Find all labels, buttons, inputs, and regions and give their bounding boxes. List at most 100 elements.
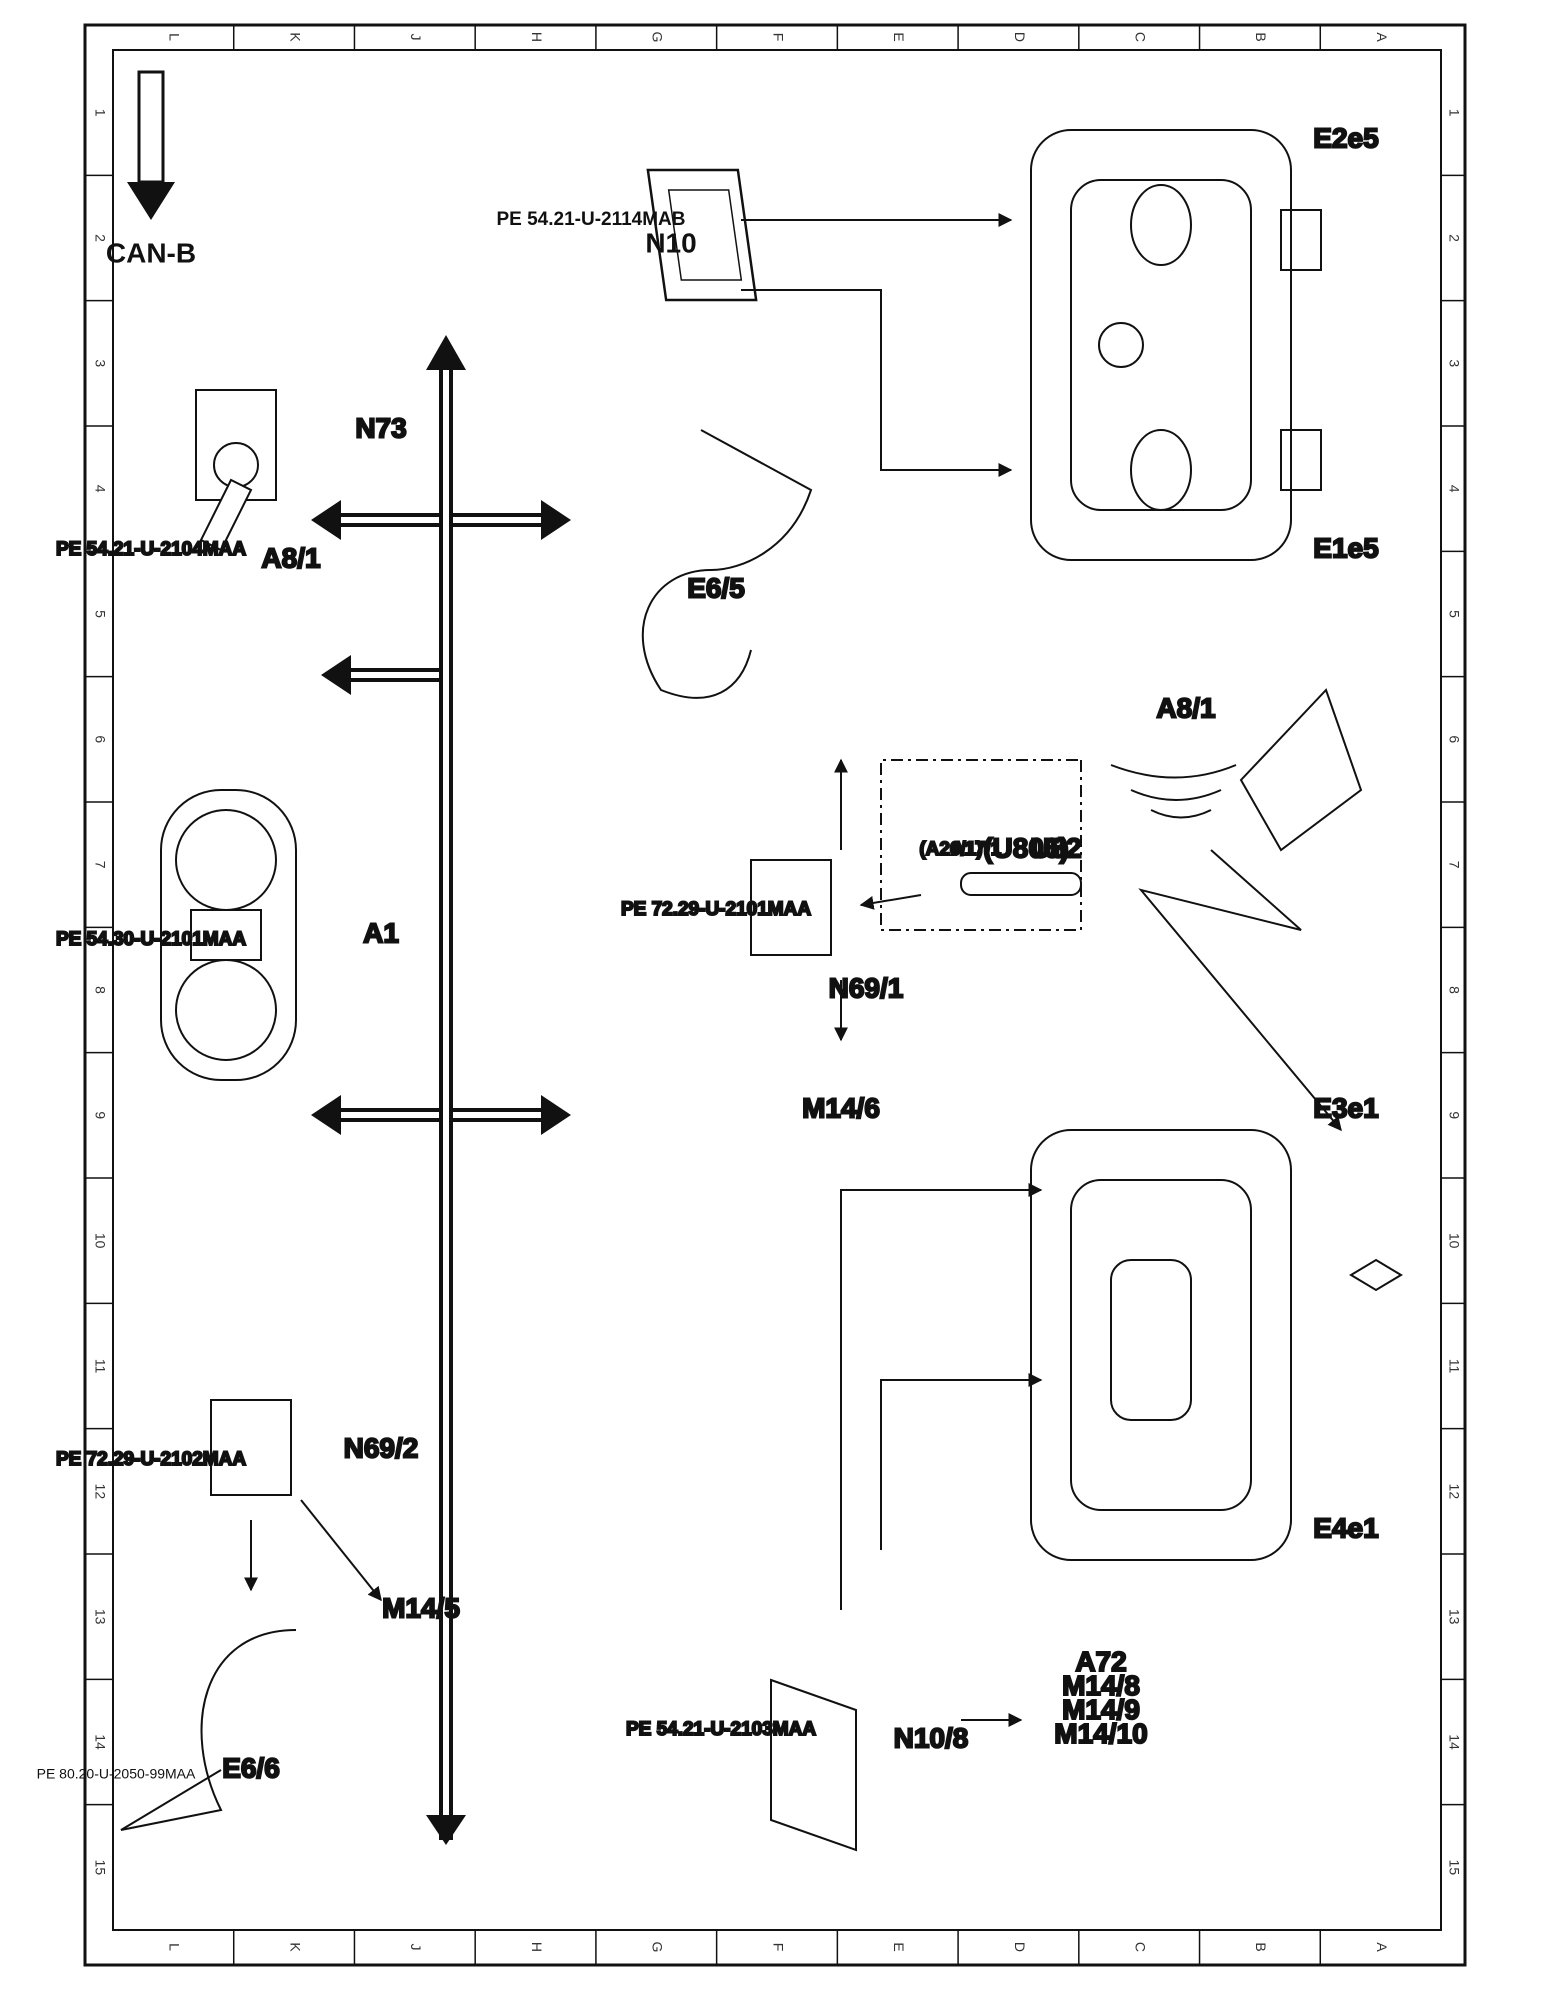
a81-remote-key: A8/1 [1110,688,1403,1292]
a1-ref: PE 54.30-U-2101MAA [56,929,246,950]
drawing-frame [83,23,1467,1967]
grid-column-label: D [1012,1942,1028,1952]
vehicle-front-drawing: E2e5 E1e5 [1030,121,1380,564]
grid-column-label: F [770,1943,786,1952]
grid-row-label: 14 [1446,1734,1462,1750]
n108-ref: PE 54.21-U-2103MAA [626,1719,816,1740]
grid-row-label: 1 [92,109,108,117]
u806-label: (U806) [983,832,1069,863]
a81-key-label: A8/1 [261,542,320,573]
grid-column-label: C [1132,32,1148,42]
grid-column-label: H [529,1942,545,1952]
grid-row-label: 11 [92,1359,108,1374]
grid-row-label: 15 [92,1860,108,1876]
can-b-label: CAN-B [106,237,196,268]
u82-label: U82 [1030,832,1081,863]
e65-label: E6/5 [687,572,745,603]
n108-label: N10/8 [894,1722,969,1753]
grid-row-label: 10 [1446,1233,1462,1249]
grid-row-label: 9 [92,1111,108,1119]
n108-output-item: A72 [1075,1646,1126,1677]
grid-row-label: 6 [92,735,108,743]
grid-row-label: 13 [92,1609,108,1625]
grid-row-label: 3 [92,359,108,367]
e2e5-label: E2e5 [1313,122,1378,153]
grid-row-label: 7 [92,861,108,869]
grid-row-label: 5 [92,610,108,618]
e1e5-label: E1e5 [1313,532,1378,563]
e4e1-label: E4e1 [1313,1512,1378,1543]
a81-remote-label: A8/1 [1156,692,1215,723]
grid-column-label: G [650,32,666,43]
grid-row-label: 8 [1446,986,1462,994]
grid-column-label: J [408,1944,424,1951]
n10-label: N10 [645,227,696,258]
n10-module: N10 PE 54.21-U-2114MAB [496,168,758,302]
grid-row-label: 12 [92,1484,108,1500]
grid-ticks [85,25,1465,1965]
grid-row-label: 12 [1446,1484,1462,1500]
can-b-legend: CAN-B [106,70,196,268]
n73-label: N73 [355,412,406,443]
n10-headlamp-links [741,213,1013,477]
grid-row-label: 11 [1446,1359,1462,1374]
grid-column-label: H [529,32,545,42]
grid-column-label: F [770,33,786,42]
grid-row-label: 2 [92,234,108,242]
grid-column-label: E [891,32,907,41]
n108-output-item: M14/9 [1062,1694,1140,1725]
e3e1-label: E3e1 [1313,1092,1378,1123]
grid-row-label: 4 [1446,485,1462,493]
a171-label: A17/1 [951,839,1002,860]
grid-column-label: L [167,1943,183,1951]
grid-row-label: 5 [1446,610,1462,618]
n73-ignition-lock: N73 A8/1 PE 54.21-U-2104MAA [55,389,408,574]
m146-label: M14/6 [802,1092,880,1123]
grid-row-label: 14 [92,1734,108,1750]
grid-column-label: J [408,34,424,41]
n692-ref: PE 72.29-U-2102MAA [56,1449,246,1470]
n10-ref: PE 54.21-U-2114MAB [496,209,685,230]
e65-mirror: E6/5 [641,429,813,699]
grid-row-label: 4 [92,485,108,493]
grid-column-label: B [1253,32,1269,41]
grid-row-label: 1 [1446,109,1462,117]
n692-label: N69/2 [344,1432,419,1463]
grid-column-label: L [167,33,183,41]
grid-column-label: D [1012,32,1028,42]
grid-row-label: 3 [1446,359,1462,367]
a1-instrument-cluster: A1 PE 54.30-U-2101MAA [55,789,400,1081]
can-bus-lines [341,370,541,1840]
n73-ref: PE 54.21-U-2104MAA [56,539,246,560]
m145-label: M14/5 [382,1592,460,1623]
a261-label: (A26/1) [919,839,982,860]
e66-label: E6/6 [222,1752,280,1783]
grid-column-label: A [1374,1942,1390,1952]
n108-output-item: M14/10 [1054,1718,1147,1749]
n691-label: N69/1 [829,972,904,1003]
grid-column-label: K [287,1942,303,1952]
a1-label: A1 [363,917,399,948]
grid-column-label: C [1132,1942,1148,1952]
n691-ref: PE 72.29-U-2101MAA [621,899,811,920]
grid-column-label: K [287,32,303,42]
grid-column-label: B [1253,1942,1269,1951]
grid-column-label: G [650,1942,666,1953]
n691-door-module: N69/1 PE 72.29-U-2101MAA M14/6 [620,758,922,1124]
grid-row-label: 7 [1446,861,1462,869]
grid-row-label: 15 [1446,1860,1462,1876]
can-bus-arrowheads [311,335,571,1845]
grid-row-label: 13 [1446,1609,1462,1625]
grid-row-label: 9 [1446,1111,1462,1119]
diagram-body: CAN-B N10 PE 54.21-U-2114MAB [37,70,1403,1852]
n108-output-item: M14/8 [1062,1670,1140,1701]
grid-row-label: 10 [92,1233,108,1249]
n692-door-module: N69/2 PE 72.29-U-2102MAA M14/5 E6/6 [55,1399,461,1831]
grid-row-label: 8 [92,986,108,994]
vehicle-rear-drawing: E3e1 E4e1 [1030,1091,1380,1561]
grid-column-label: E [891,1942,907,1951]
